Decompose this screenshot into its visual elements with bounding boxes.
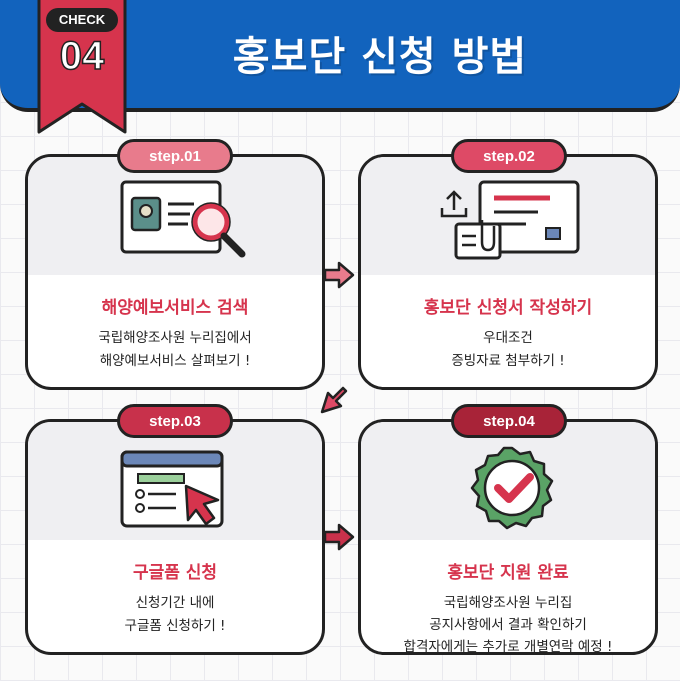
step-4-desc: 국립해양조사원 누리집 공지사항에서 결과 확인하기 합격자에게는 추가로 개별… [361, 592, 655, 655]
step-1-card: 해양예보서비스 검색 국립해양조사원 누리집에서 해양예보서비스 살펴보기 ! [25, 154, 325, 390]
step-4-title: 홍보단 지원 완료 [447, 563, 569, 583]
arrow-right-icon [323, 523, 355, 551]
step-2-title: 홍보단 신청서 작성하기 [423, 298, 593, 318]
form-cursor-icon [120, 450, 224, 528]
step-3-line-1: 신청기간 내에 [135, 595, 215, 611]
step-3-pill: step.03 [117, 404, 233, 438]
step-1-desc: 국립해양조사원 누리집에서 해양예보서비스 살펴보기 ! [28, 327, 322, 373]
step-3-title: 구글폼 신청 [132, 563, 218, 583]
arrow-down-left-icon [320, 386, 348, 414]
step-1-line-2: 해양예보서비스 살펴보기 ! [99, 353, 251, 369]
step-2-line-1: 우대조건 [483, 330, 533, 346]
step-1-title: 해양예보서비스 검색 [101, 298, 249, 318]
step-4-line-2: 공지사항에서 결과 확인하기 [429, 617, 587, 633]
search-document-icon [120, 180, 246, 258]
step-4-pill: step.04 [451, 404, 567, 438]
step-3-line-2: 구글폼 신청하기 ! [124, 618, 226, 634]
step-4-line-1: 국립해양조사원 누리집 [443, 595, 573, 611]
step-1-line-1: 국립해양조사원 누리집에서 [98, 330, 252, 346]
step-4-line-3: 합격자에게는 추가로 개별연락 예정 ! [403, 639, 613, 655]
arrow-right-icon [323, 261, 355, 289]
upload-attachment-icon [440, 180, 580, 260]
step-1-pill: step.01 [117, 139, 233, 173]
step-2-line-2: 증빙자료 첨부하기 ! [451, 353, 565, 369]
check-badge-icon [470, 446, 554, 530]
badge-number: 04 [59, 33, 105, 79]
badge-check-label: CHECK [46, 8, 118, 32]
page-title: 홍보단 신청 방법 [232, 34, 528, 80]
step-2-pill: step.02 [451, 139, 567, 173]
step-2-desc: 우대조건 증빙자료 첨부하기 ! [361, 327, 655, 373]
step-3-desc: 신청기간 내에 구글폼 신청하기 ! [28, 592, 322, 638]
check-badge: CHECK 04 [36, 0, 128, 136]
